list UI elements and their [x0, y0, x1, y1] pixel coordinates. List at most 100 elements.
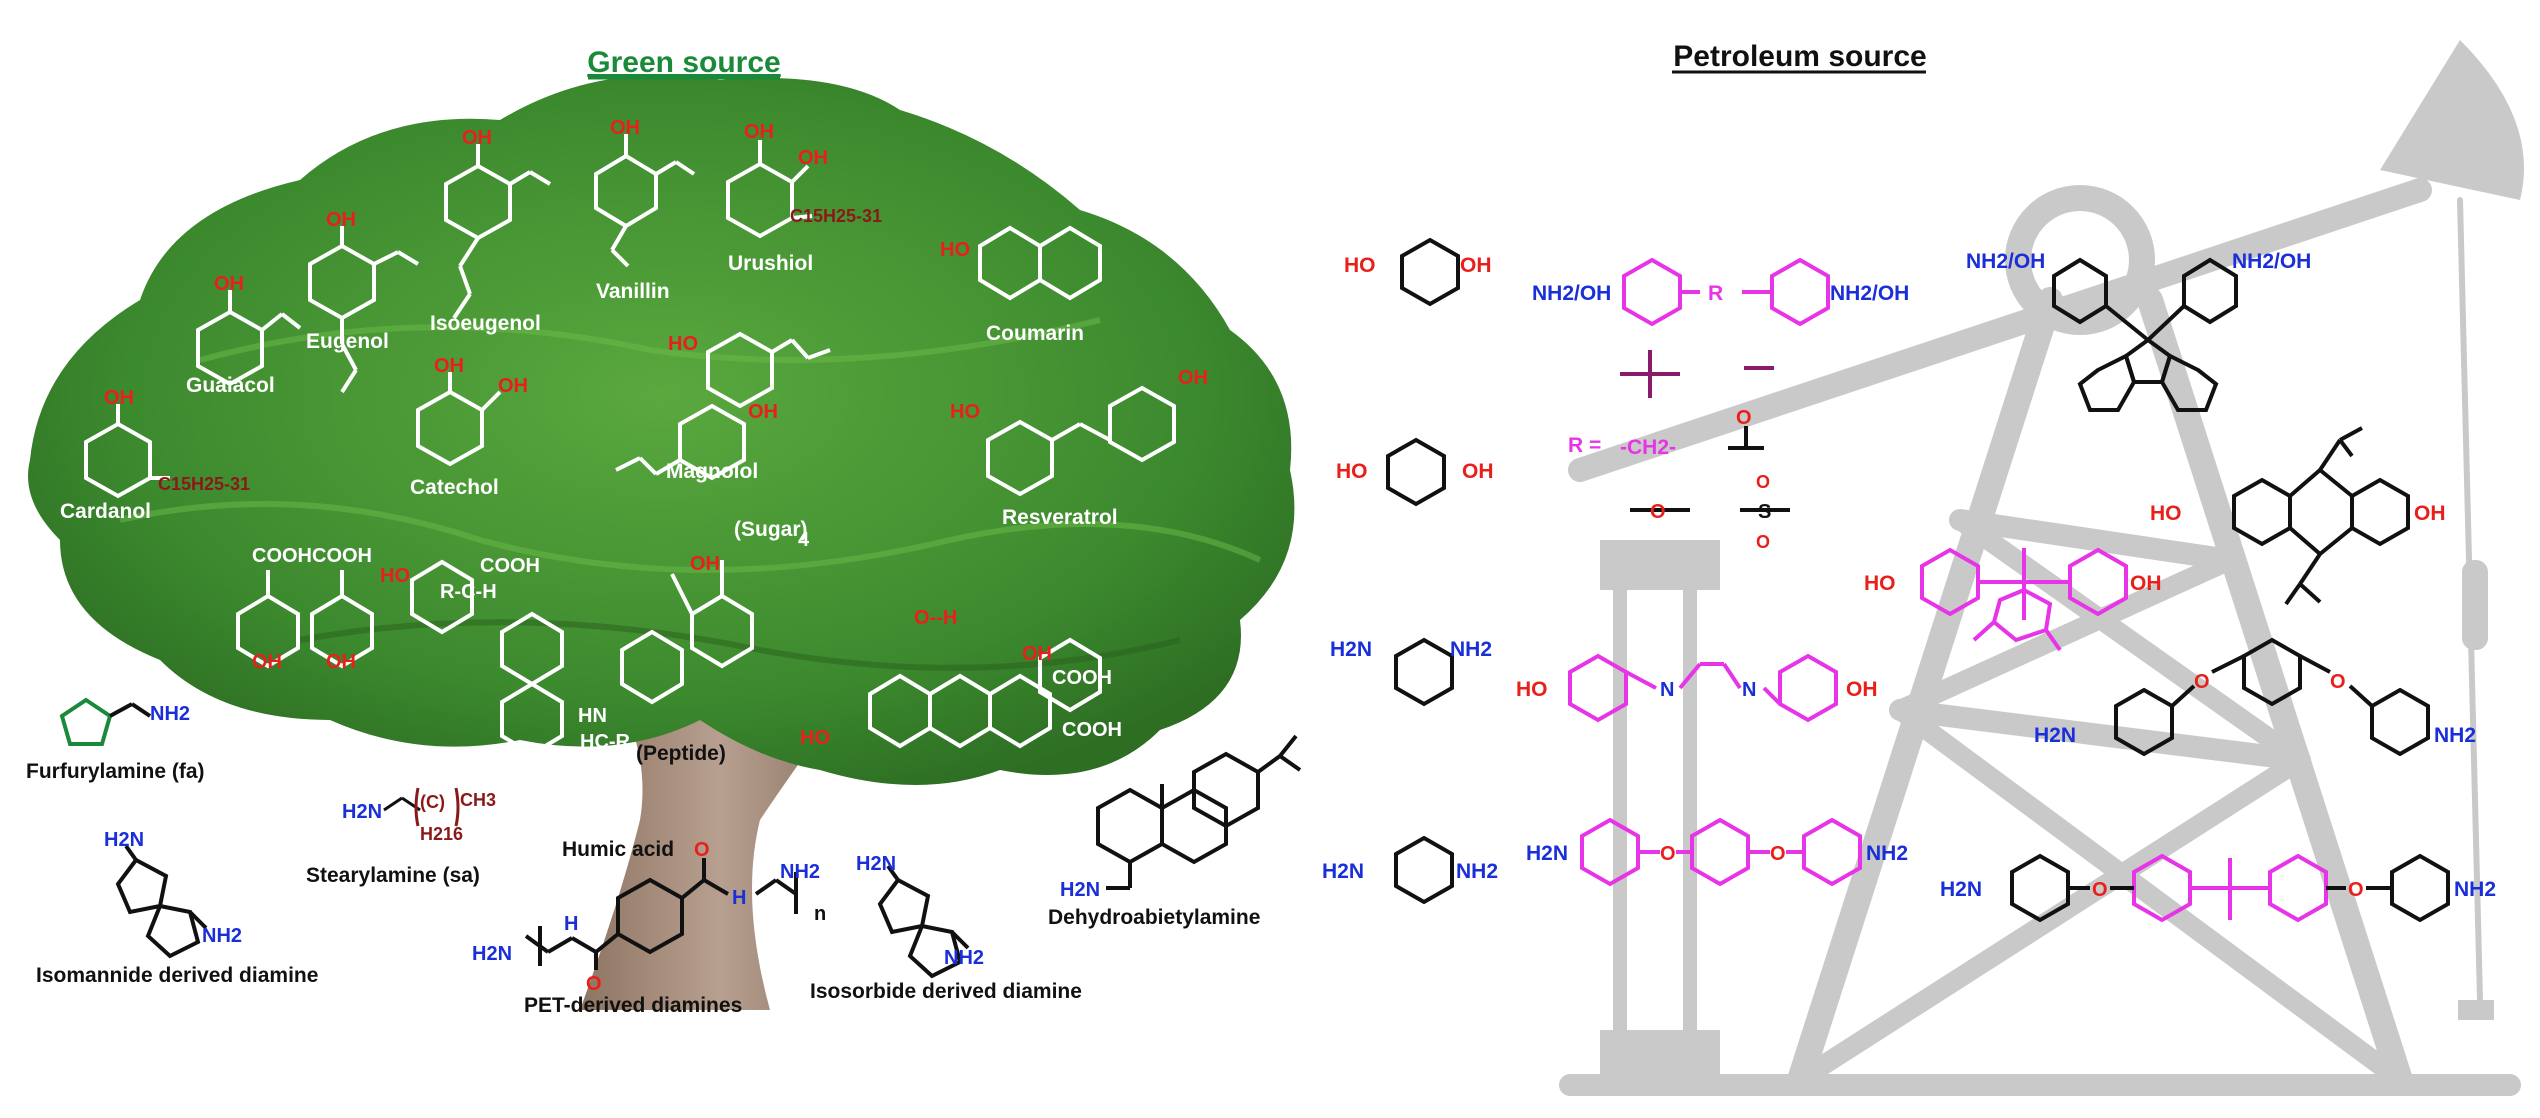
cooh-humic-2: COOH — [480, 555, 540, 577]
oh-eugenol: OH — [326, 209, 356, 231]
label-isosorbide: Isosorbide derived diamine — [810, 980, 1082, 1003]
nh2oh-right: NH2/OH — [1830, 282, 1909, 305]
isosorbide-structure — [877, 864, 970, 979]
oh-hydroquinone: OH — [1462, 460, 1494, 483]
oh-humic-2: OH — [252, 651, 282, 673]
oh-isoeugenol: OH — [462, 127, 492, 149]
h2n-pet: H2N — [472, 943, 512, 965]
oh-guaiacol: OH — [214, 273, 244, 295]
h2n-isosorbide: H2N — [856, 853, 896, 875]
sulfone-o2: O — [1756, 532, 1770, 552]
label-sugar: (Sugar) — [734, 518, 808, 541]
cooh-humic-4: COOH — [1062, 719, 1122, 741]
oh-imine: OH — [1846, 678, 1878, 701]
sulfone-o1: O — [1756, 472, 1770, 492]
oh-catechol-1: OH — [434, 355, 464, 377]
label-isoeugenol: Isoeugenol — [430, 312, 541, 335]
coumarin-ring-b — [1038, 225, 1102, 301]
nh2-isomannide: NH2 — [202, 925, 242, 947]
nh2-tper: NH2 — [2434, 724, 2476, 747]
oh-humic-3: OH — [326, 651, 356, 673]
o-tper-2: O — [2330, 671, 2346, 693]
imine-bisphenol-structure — [1568, 653, 1838, 723]
furfurylamine-structure — [59, 697, 152, 746]
r-bridged-monomer-structure — [1622, 257, 1830, 327]
nh2oh-left: NH2/OH — [1532, 282, 1611, 305]
ho-hydroquinone: HO — [1336, 460, 1368, 483]
oh-resveratrol-2: OH — [1178, 367, 1208, 389]
nh2oh-fluorene-right: NH2/OH — [2232, 250, 2311, 273]
sugar-four: 4 — [798, 529, 810, 551]
h2n-stearyl: H2N — [342, 801, 382, 823]
n-imine-1: N — [1660, 679, 1674, 701]
oh-humic-6: OH — [1022, 643, 1052, 665]
humic-acid-structure — [236, 559, 1102, 802]
oil-rig-icon — [1559, 40, 2524, 1096]
label-furfurylamine: Furfurylamine (fa) — [26, 760, 205, 783]
p-phenylenediamine-structure — [1394, 835, 1454, 905]
nh2-ppd: NH2 — [1456, 860, 1498, 883]
nh2-ether: NH2 — [1866, 842, 1908, 865]
n-pet: n — [814, 903, 826, 925]
ho-coumarin: HO — [940, 239, 970, 261]
ho-humic-5: HO — [800, 727, 830, 749]
bapp-structure — [2010, 853, 2450, 923]
o-bapp-1: O — [2092, 879, 2108, 901]
o-bapp-2: O — [2348, 879, 2364, 901]
h2n-isomannide: H2N — [104, 829, 144, 851]
label-stearylamine: Stearylamine (sa) — [306, 864, 480, 887]
ho-cyclohexyl-bp: HO — [1864, 572, 1896, 595]
fluorene-monomer-structure — [2052, 257, 2238, 412]
label-eugenol: Eugenol — [306, 330, 389, 353]
h216-stearyl: H216 — [420, 824, 463, 844]
c-stearyl: (C) — [420, 792, 445, 812]
o-ether-2: O — [1770, 843, 1786, 865]
o-pet-2: O — [586, 973, 602, 995]
pet-diamine-structure — [524, 858, 798, 970]
oh-urushiol-2: OH — [798, 147, 828, 169]
resveratrol-ring-b — [1108, 385, 1176, 463]
h2n-tper: H2N — [2034, 724, 2076, 747]
h2n-ether: H2N — [1526, 842, 1568, 865]
resorcinol-structure — [1400, 237, 1460, 307]
cooh-humic-3: COOH — [1052, 667, 1112, 689]
label-urushiol: Urushiol — [728, 252, 813, 275]
o-ether-1: O — [1660, 843, 1676, 865]
tpe-r-diamine-structure — [2114, 637, 2430, 757]
ether-diamine-structure — [1580, 817, 1862, 887]
label-dehydroabietylamine: Dehydroabietylamine — [1048, 906, 1260, 929]
oh-resorcinol-2: OH — [1460, 254, 1492, 277]
ch2-label: -CH2- — [1620, 436, 1676, 459]
sulfone-s: S — [1758, 501, 1771, 523]
label-vanillin: Vanillin — [596, 280, 670, 303]
nh-pet-2: H — [564, 913, 578, 935]
label-catechol: Catechol — [410, 476, 499, 499]
oh-vanillin: OH — [610, 117, 640, 139]
nh2-pet: NH2 — [780, 861, 820, 883]
hn-peptide: HN — [578, 705, 607, 727]
nh2-mpd: NH2 — [1450, 638, 1492, 661]
oh-urushiol-1: OH — [744, 121, 774, 143]
o-tper-1: O — [2194, 671, 2210, 693]
ho-imine: HO — [1516, 678, 1548, 701]
oh-h-humic: O--H — [914, 607, 957, 629]
h2n-mpd: H2N — [1330, 638, 1372, 661]
stearylamine-chain — [383, 787, 460, 827]
label-humic-acid: Humic acid — [562, 838, 674, 861]
label-guaiacol: Guaiacol — [186, 374, 275, 397]
label-isomannide: Isomannide derived diamine — [36, 964, 318, 987]
petroleum-source-header: Petroleum source — [1673, 40, 1926, 73]
label-pet-diamines: PET-derived diamines — [524, 994, 742, 1017]
nh2oh-fluorene-left: NH2/OH — [1966, 250, 2045, 273]
ho-spiro: HO — [2150, 502, 2182, 525]
oh-cardanol: OH — [104, 387, 134, 409]
label-peptide: (Peptide) — [636, 742, 726, 765]
green-source-header: Green source — [587, 46, 780, 79]
h2n-ppd: H2N — [1322, 860, 1364, 883]
nh2-furfuryl: NH2 — [150, 703, 190, 725]
spirobiindane-structure — [2232, 426, 2410, 606]
r-eq-label: R = — [1568, 434, 1601, 457]
h2n-bapp: H2N — [1940, 878, 1982, 901]
carbonyl-o: O — [1736, 407, 1752, 429]
